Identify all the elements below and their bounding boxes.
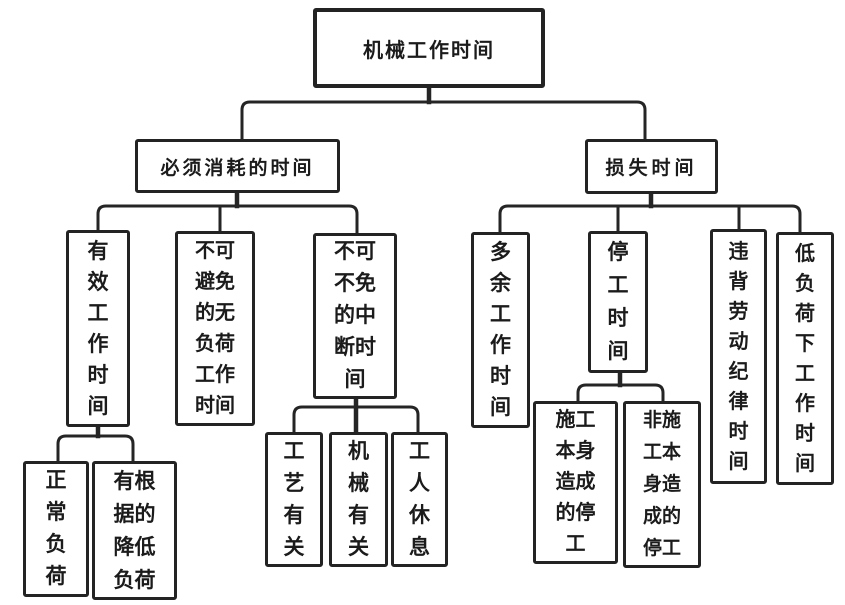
node-non-construction-caused-downtime: 非施工本身造成的停工 (623, 401, 701, 568)
node-label: 停工时间 (607, 241, 629, 363)
node-label: 必须消耗的时间 (160, 157, 315, 179)
node-justified-reduced-load: 有根据的降低负荷 (92, 461, 177, 600)
connector-rails (56, 100, 802, 464)
node-machine-related: 机械有关 (329, 432, 388, 567)
node-process-related: 工艺有关 (265, 432, 323, 567)
node-effective-work-time: 有效工作时间 (66, 230, 130, 427)
node-label: 施工本身造成的停工 (555, 409, 596, 555)
node-label: 有效工作时间 (87, 239, 109, 418)
node-label: 损失时间 (605, 158, 698, 179)
connector-stubs (95, 85, 654, 439)
node-label: 不可避免的无负荷工作时间 (195, 239, 235, 417)
node-construction-caused-downtime: 施工本身造成的停工 (533, 401, 618, 564)
node-label: 违背劳动纪律时间 (728, 240, 749, 473)
node-label: 正常负荷 (45, 469, 67, 588)
node-low-load-work-time: 低负荷下工作时间 (776, 232, 834, 485)
node-label: 不可不免的中断时间 (334, 240, 376, 391)
node-label: 有根据的降低负荷 (113, 469, 156, 592)
node-lost-time: 损失时间 (585, 139, 718, 194)
node-machine-work-time: 机械工作时间 (313, 8, 545, 88)
node-unavoidable-no-load-time: 不可避免的无负荷工作时间 (175, 231, 255, 426)
node-required-time: 必须消耗的时间 (135, 139, 340, 193)
node-label: 工人休息 (409, 439, 430, 559)
node-label: 多余工作时间 (490, 241, 511, 419)
node-discipline-violation-time: 违背劳动纪律时间 (710, 229, 767, 484)
node-normal-load: 正常负荷 (23, 461, 89, 597)
node-unavoidable-interruption-time: 不可不免的中断时间 (313, 233, 397, 399)
node-label: 非施工本身造成的停工 (642, 409, 681, 559)
node-downtime: 停工时间 (588, 231, 648, 373)
node-excess-work-time: 多余工作时间 (471, 232, 530, 428)
node-label: 机械有关 (348, 439, 369, 559)
node-worker-rest: 工人休息 (391, 432, 448, 567)
node-label: 低负荷下工作时间 (795, 242, 815, 475)
node-label: 工艺有关 (283, 439, 305, 559)
node-label: 机械工作时间 (363, 39, 495, 62)
